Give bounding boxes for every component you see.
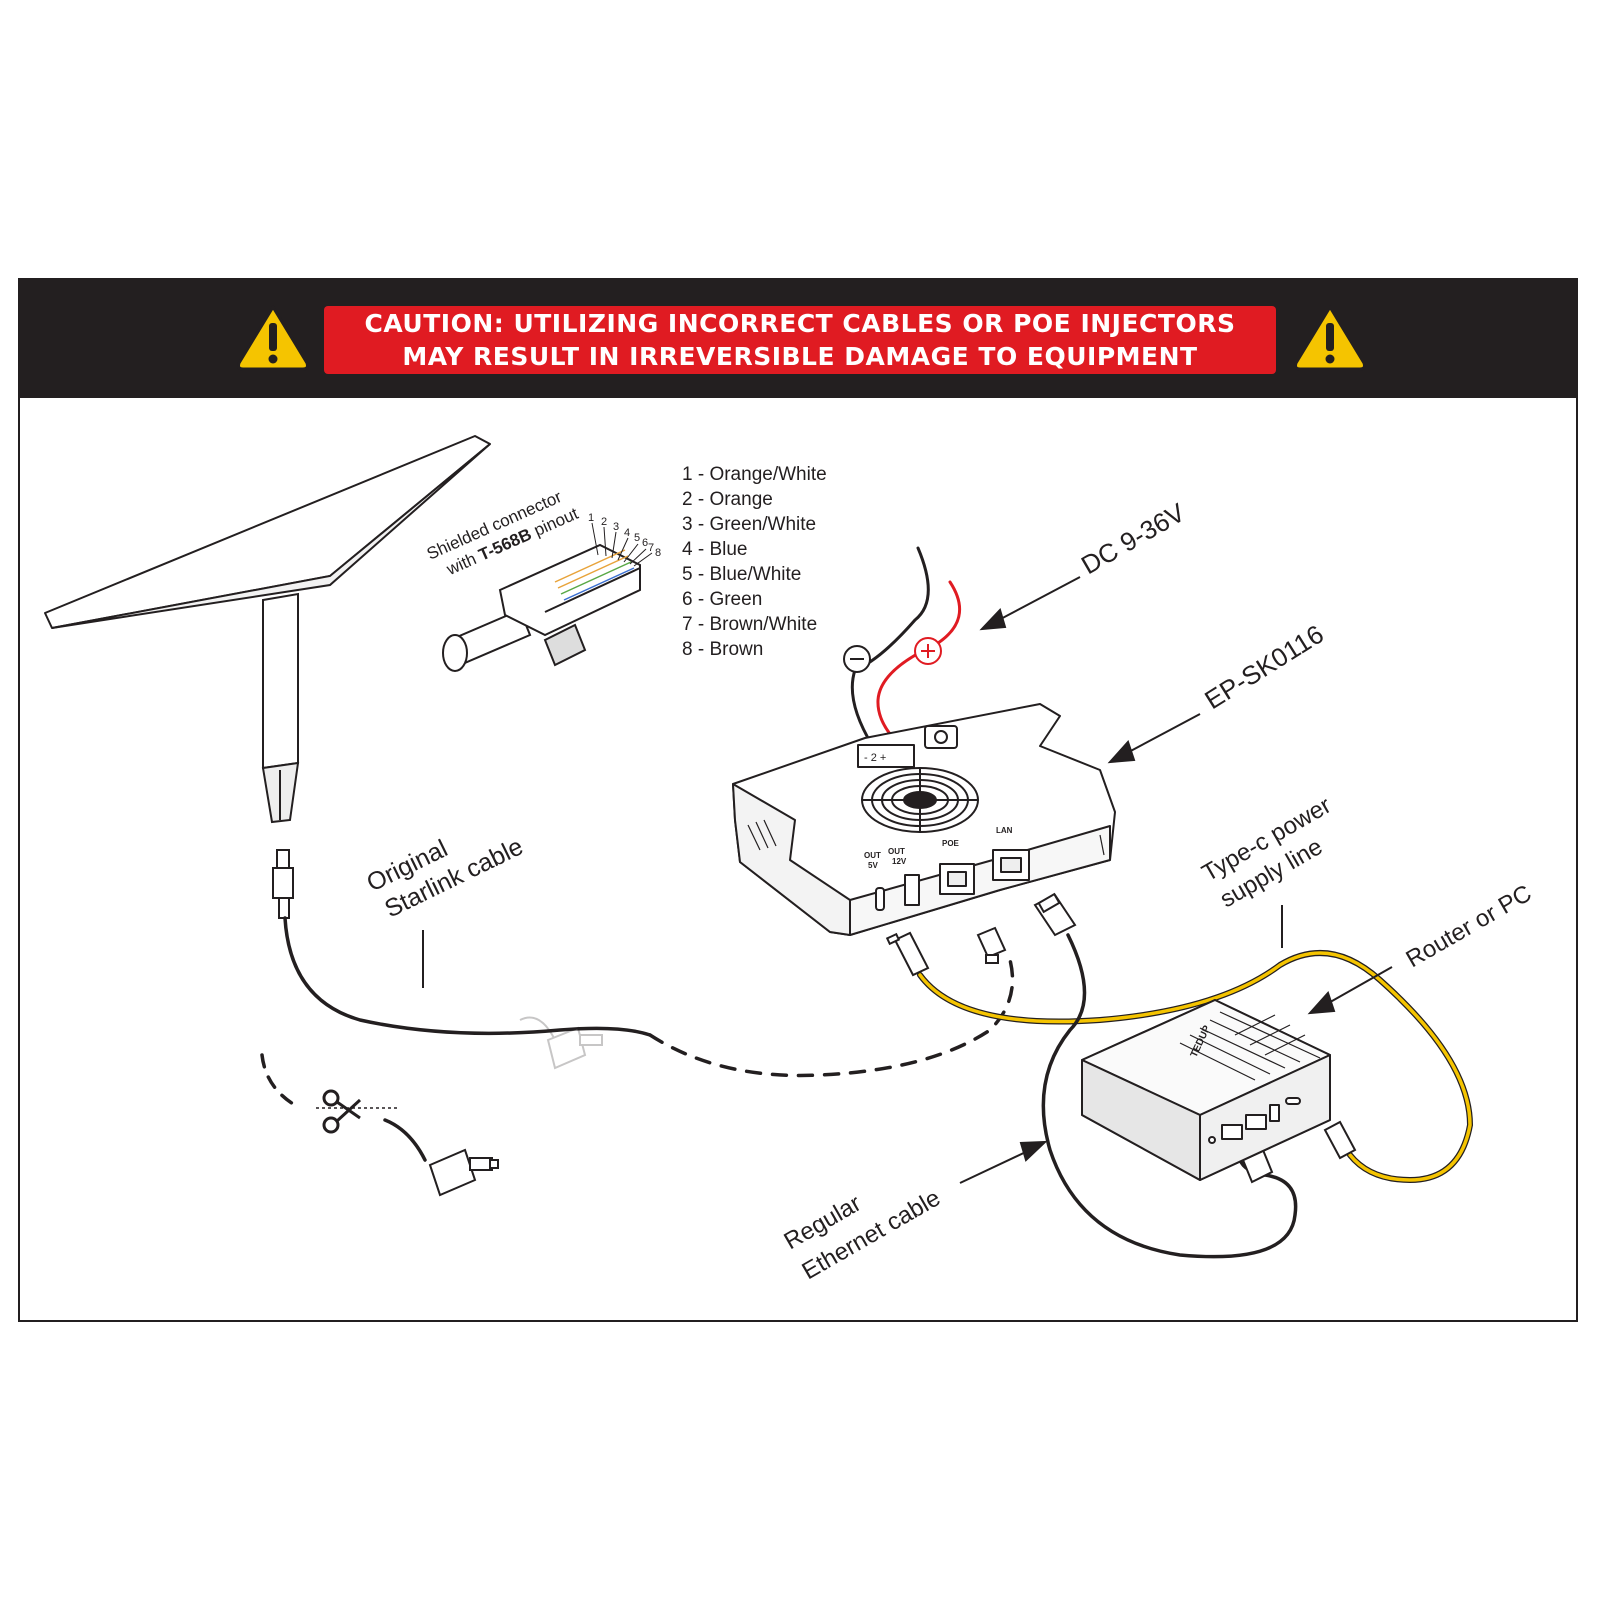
- svg-text:8: 8: [655, 547, 661, 559]
- pinout-item-3: 3 - Green/White: [682, 514, 817, 535]
- svg-text:POE: POE: [942, 839, 960, 848]
- svg-text:7: 7: [648, 542, 654, 554]
- router-label: Router or PC: [1402, 880, 1537, 973]
- caution-message: CAUTION: UTILIZING INCORRECT CABLES OR P…: [324, 306, 1276, 374]
- cut-cable-section: [260, 1053, 427, 1162]
- svg-text:OUT: OUT: [864, 851, 881, 860]
- annotation-arrows: [422, 576, 1393, 1184]
- pinout-item-1: 1 - Orange/White: [682, 464, 827, 485]
- warning-triangle-icon: [1294, 305, 1366, 371]
- scissors-icon: [316, 1089, 398, 1134]
- starlink-cable: [283, 916, 1015, 1078]
- starlink-plug-icon: [272, 849, 294, 919]
- lan-ethernet-plug-icon: [1033, 892, 1077, 937]
- pin-callout-lines: [591, 522, 653, 567]
- pin-numbers: 1 2 3 4 5 6 7 8: [588, 512, 661, 559]
- dc-positive-icon: [914, 637, 942, 665]
- pinout-item-4: 4 - Blue: [682, 539, 748, 560]
- dc-power-wires: [850, 546, 962, 747]
- device-port-labels: OUT 5V OUT 12V POE LAN: [864, 826, 1013, 870]
- faded-original-connector-icon: [519, 1016, 603, 1070]
- poe-injector-device: - 2 +: [732, 703, 1116, 936]
- pinout-item-2: 2 - Orange: [682, 489, 773, 510]
- svg-text:5: 5: [634, 532, 640, 544]
- starlink-dish-icon: [44, 435, 491, 824]
- pinout-item-8: 8 - Brown: [682, 639, 764, 660]
- dc-negative-icon: [843, 645, 871, 673]
- svg-text:LAN: LAN: [996, 826, 1013, 835]
- pinout-item-6: 6 - Green: [682, 589, 763, 610]
- svg-text:- 2 +: - 2 +: [864, 752, 886, 764]
- router-device: [1081, 999, 1331, 1181]
- model-label: EP-SK0116: [1199, 619, 1328, 715]
- ethernet-cable: [1041, 933, 1298, 1259]
- svg-text:5V: 5V: [868, 861, 878, 870]
- dc-voltage-label: DC 9-36V: [1076, 497, 1190, 580]
- svg-text:6: 6: [642, 537, 648, 549]
- warning-triangle-icon: [237, 305, 309, 371]
- pinout-item-7: 7 - Brown/White: [682, 614, 818, 635]
- caution-line-2: MAY RESULT IN IRREVERSIBLE DAMAGE TO EQU…: [402, 342, 1198, 371]
- svg-text:12V: 12V: [892, 857, 907, 866]
- poe-ethernet-plug-icon: [976, 926, 1007, 964]
- svg-text:OUT: OUT: [888, 847, 905, 856]
- rj45-connector-icon: [442, 543, 641, 672]
- svg-text:4: 4: [624, 527, 630, 539]
- pinout-item-5: 5 - Blue/White: [682, 564, 802, 585]
- typec-plug-router-icon: [1323, 1120, 1357, 1160]
- caution-line-1: CAUTION: UTILIZING INCORRECT CABLES OR P…: [364, 309, 1236, 338]
- svg-text:2: 2: [601, 516, 607, 528]
- svg-text:1: 1: [588, 512, 594, 524]
- cooling-fan-icon: [861, 767, 979, 833]
- typec-plug-icon: [885, 931, 930, 977]
- svg-text:3: 3: [613, 521, 619, 533]
- typec-power-cable: [917, 950, 1474, 1184]
- cut-connector-icon: [428, 1148, 499, 1197]
